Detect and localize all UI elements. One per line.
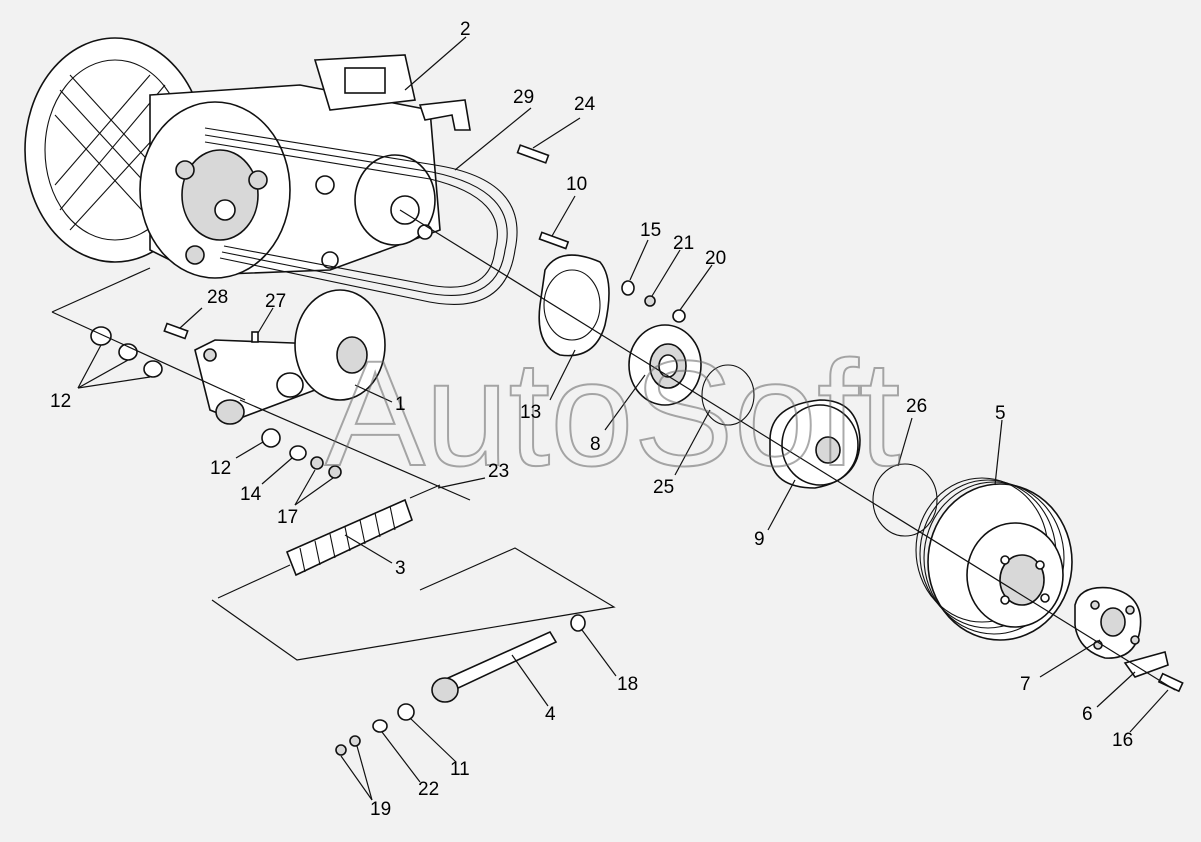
nut-17 — [310, 456, 324, 470]
label-1: 1 — [395, 394, 406, 415]
label-6: 6 — [1082, 704, 1093, 725]
label-12-upper: 12 — [50, 391, 71, 412]
pulley-hub — [181, 149, 259, 241]
leader-lines — [51, 36, 1176, 801]
valve-plate — [344, 67, 386, 94]
flange-7 — [1074, 586, 1142, 659]
label-25: 25 — [653, 477, 674, 498]
key-24 — [516, 144, 550, 164]
label-2: 2 — [460, 19, 471, 40]
nut-17 — [328, 465, 342, 479]
label-5: 5 — [995, 403, 1006, 424]
label-27: 27 — [265, 291, 286, 312]
washer-15 — [621, 280, 635, 296]
tensioner-assembly — [194, 289, 386, 425]
part-labels: 2 29 24 10 15 21 20 28 27 1 12 12 14 17 … — [50, 19, 1133, 820]
nut-18 — [570, 614, 586, 632]
label-22: 22 — [418, 779, 439, 800]
pulley-bolt — [185, 245, 205, 265]
main-assembly — [24, 37, 471, 279]
grease-nipple-27 — [251, 331, 259, 343]
tensioner-pivot — [215, 399, 245, 425]
washer-12 — [143, 360, 163, 378]
outlet-pipe — [418, 99, 471, 131]
label-29: 29 — [513, 87, 534, 108]
label-3: 3 — [395, 558, 406, 579]
bearing-bore — [658, 354, 678, 378]
label-14: 14 — [240, 484, 262, 505]
pulley-bolt — [248, 170, 268, 190]
tensioner-boss — [276, 372, 304, 398]
housing-boss — [417, 224, 433, 240]
pin-10 — [538, 231, 570, 250]
washer-14 — [289, 445, 307, 461]
label-13: 13 — [520, 402, 541, 423]
housing-boss — [315, 175, 335, 195]
pulley-shaft — [214, 199, 236, 221]
nut-19 — [335, 744, 347, 756]
washer-21 — [644, 295, 656, 307]
lock-plate-6 — [1123, 651, 1169, 678]
snap-ring-26 — [872, 463, 938, 537]
label-4: 4 — [545, 704, 556, 725]
label-9: 9 — [754, 529, 765, 550]
label-17: 17 — [277, 507, 298, 528]
tensioner-pulley-hub — [336, 336, 368, 374]
hub-bore — [815, 436, 841, 464]
label-20: 20 — [705, 248, 726, 269]
label-28: 28 — [207, 287, 228, 308]
pulley-5 — [915, 477, 1073, 641]
tensioner-pin-hole — [203, 348, 217, 362]
drive-belt — [204, 127, 518, 305]
gasket-opening — [543, 269, 601, 341]
pin-28 — [163, 322, 189, 340]
label-18: 18 — [617, 674, 638, 695]
washer-22 — [372, 719, 388, 733]
label-7: 7 — [1020, 674, 1031, 695]
label-21: 21 — [673, 233, 694, 254]
bolt-head — [431, 677, 459, 703]
label-23: 23 — [488, 461, 509, 482]
label-10: 10 — [566, 174, 587, 195]
label-24: 24 — [574, 94, 596, 115]
nut-20 — [672, 309, 686, 323]
label-26: 26 — [906, 396, 927, 417]
label-15: 15 — [640, 220, 661, 241]
washer-12 — [90, 326, 112, 346]
housing-boss — [321, 251, 339, 269]
circlip-25 — [701, 364, 755, 426]
nut-19 — [349, 735, 361, 747]
watermark: AutoSoft — [325, 329, 900, 497]
label-16: 16 — [1112, 730, 1133, 751]
washer-12-lower — [261, 428, 281, 448]
label-8: 8 — [590, 434, 601, 455]
label-19: 19 — [370, 799, 391, 820]
label-12-lower: 12 — [210, 458, 231, 479]
axle-bolt-4 — [446, 630, 558, 692]
nut-11 — [397, 703, 415, 721]
pulley-bolt — [175, 160, 195, 180]
label-11: 11 — [450, 759, 470, 780]
